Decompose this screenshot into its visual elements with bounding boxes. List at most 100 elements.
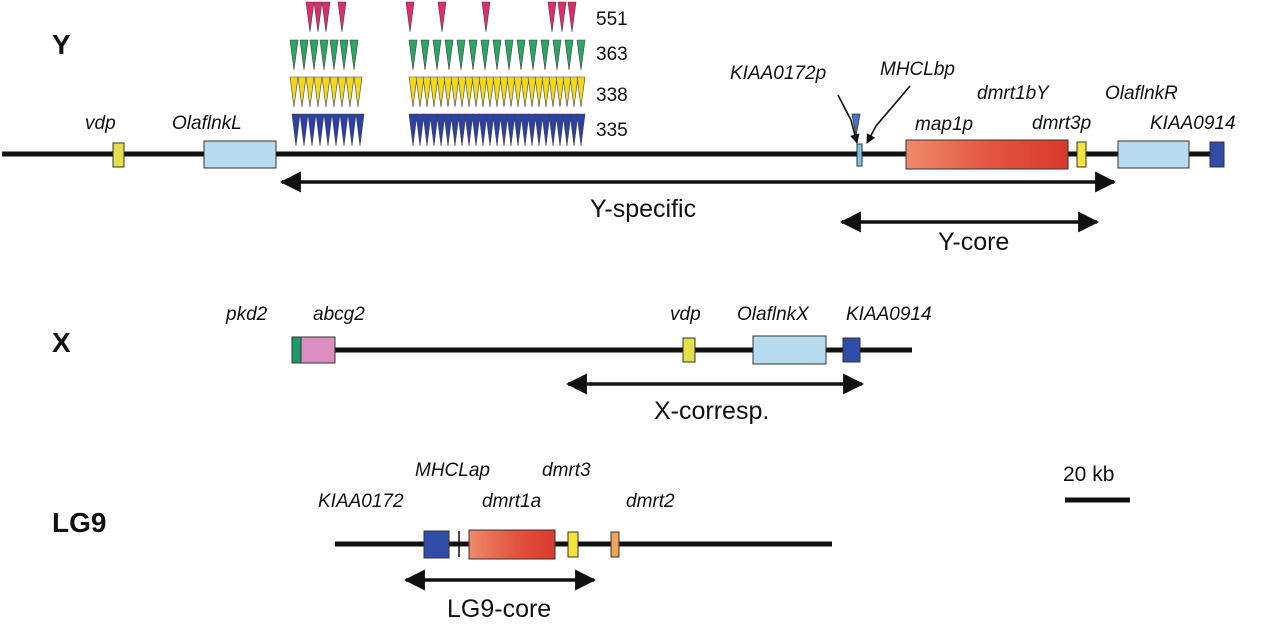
repeat-triangle	[436, 113, 446, 147]
scale-bar-label: 20 kb	[1063, 463, 1114, 486]
repeat-triangle	[443, 113, 453, 147]
repeat-triangle	[405, 1, 415, 33]
repeat-triangle	[576, 39, 586, 71]
repeat-triangle	[321, 76, 331, 108]
repeat-triangle	[555, 76, 565, 108]
repeat-triangle	[468, 39, 478, 71]
repeat-triangle	[504, 39, 514, 71]
repeat-triangle	[471, 76, 481, 108]
x-pkd2-box	[291, 336, 302, 364]
repeat-triangle	[444, 39, 454, 71]
repeat-triangle	[541, 76, 551, 108]
repeat-triangle	[471, 113, 481, 147]
repeat-count-335: 335	[596, 120, 628, 141]
y-dmrt3p-box	[1076, 141, 1087, 168]
repeat-triangle	[450, 113, 460, 147]
x-olaflnkx-box	[752, 335, 827, 365]
y-gene-label-olaflnkr: OlaflnkR	[1105, 83, 1178, 104]
lg9-dmrt2-box	[610, 531, 620, 558]
repeat-triangle	[337, 76, 347, 108]
repeat-triangle	[513, 76, 523, 108]
repeat-triangle	[457, 113, 467, 147]
lg9-dmrt3-box	[567, 531, 579, 558]
repeat-triangle	[547, 1, 557, 33]
repeat-triangle	[299, 113, 309, 147]
x-gene-label-kiaa0914: KIAA0914	[846, 304, 932, 325]
repeat-triangle	[415, 76, 425, 108]
repeat-triangle	[323, 113, 333, 147]
repeat-triangle	[353, 76, 363, 108]
repeat-triangle	[289, 76, 299, 108]
repeat-triangle	[499, 76, 509, 108]
chromosome-label-lg9: LG9	[52, 507, 106, 538]
repeat-triangle	[329, 39, 339, 71]
repeat-triangle	[492, 113, 502, 147]
repeat-triangle	[485, 76, 495, 108]
y-gene-label-map1p: map1p	[915, 114, 973, 135]
lg9-kiaa0172-box	[423, 530, 450, 559]
repeat-triangle	[319, 39, 329, 71]
repeat-triangle	[548, 113, 558, 147]
repeat-triangle	[499, 113, 509, 147]
x-gene-label-abcg2: abcg2	[313, 304, 365, 325]
repeat-triangle	[506, 113, 516, 147]
y-olaflnkl-box	[203, 140, 277, 169]
repeat-triangle	[528, 39, 538, 71]
y-gene-label-vdp: vdp	[85, 113, 116, 134]
repeat-triangle	[481, 1, 491, 33]
repeat-count-551: 551	[596, 9, 628, 30]
repeat-triangle	[297, 76, 307, 108]
lg9-gene-label-mhclap: MHCLap	[415, 460, 490, 481]
repeat-triangle	[432, 39, 442, 71]
repeat-triangle	[485, 113, 495, 147]
repeat-triangle	[329, 76, 339, 108]
repeat-triangle	[464, 76, 474, 108]
repeat-triangle	[420, 39, 430, 71]
y-gene-label-dmrt1by: dmrt1bY	[977, 83, 1050, 104]
repeat-triangle	[520, 113, 530, 147]
repeat-triangle	[541, 113, 551, 147]
repeat-triangle	[355, 113, 365, 147]
repeat-triangle	[555, 113, 565, 147]
repeat-triangle	[478, 113, 488, 147]
repeat-triangle	[321, 1, 331, 33]
x-gene-label-olaflnkx: OlaflnkX	[737, 304, 810, 325]
repeat-triangle	[557, 1, 567, 33]
repeat-triangle	[313, 1, 323, 33]
lg9-dmrt1a-box	[468, 529, 556, 560]
repeat-tracks	[289, 1, 586, 147]
chromosome-label-x: X	[52, 327, 71, 358]
repeat-triangle	[527, 76, 537, 108]
repeat-triangle	[443, 76, 453, 108]
repeat-triangle	[291, 113, 301, 147]
repeat-triangle	[315, 113, 325, 147]
chromosome-label-y: Y	[52, 29, 71, 60]
repeat-triangle	[429, 76, 439, 108]
repeat-triangle	[422, 113, 432, 147]
repeat-triangle	[564, 39, 574, 71]
repeat-counts: 551 363 338 335	[596, 9, 628, 141]
repeat-count-338: 338	[596, 85, 628, 106]
repeat-triangle	[576, 76, 586, 108]
repeat-triangle	[478, 76, 488, 108]
y-gene-label-dmrt3p: dmrt3p	[1032, 113, 1091, 134]
repeat-triangle	[339, 39, 349, 71]
x-abcg2-box	[300, 336, 336, 364]
repeat-triangle	[345, 76, 355, 108]
repeat-triangle	[347, 113, 357, 147]
y-gene-label-kiaa0172p: KIAA0172p	[730, 63, 826, 84]
repeat-triangle	[540, 39, 550, 71]
repeat-triangle	[464, 113, 474, 147]
repeat-triangle	[562, 113, 572, 147]
repeat-triangle	[429, 113, 439, 147]
lg9-core-label: LG9-core	[447, 595, 551, 623]
repeat-triangle	[567, 1, 577, 33]
repeat-triangle	[408, 39, 418, 71]
repeat-triangle	[331, 113, 341, 147]
repeat-triangle	[562, 76, 572, 108]
repeat-triangle	[576, 113, 586, 147]
repeat-triangle	[534, 113, 544, 147]
y-olaflnkr-box	[1117, 140, 1190, 169]
lg9-gene-label-dmrt2: dmrt2	[626, 491, 675, 512]
